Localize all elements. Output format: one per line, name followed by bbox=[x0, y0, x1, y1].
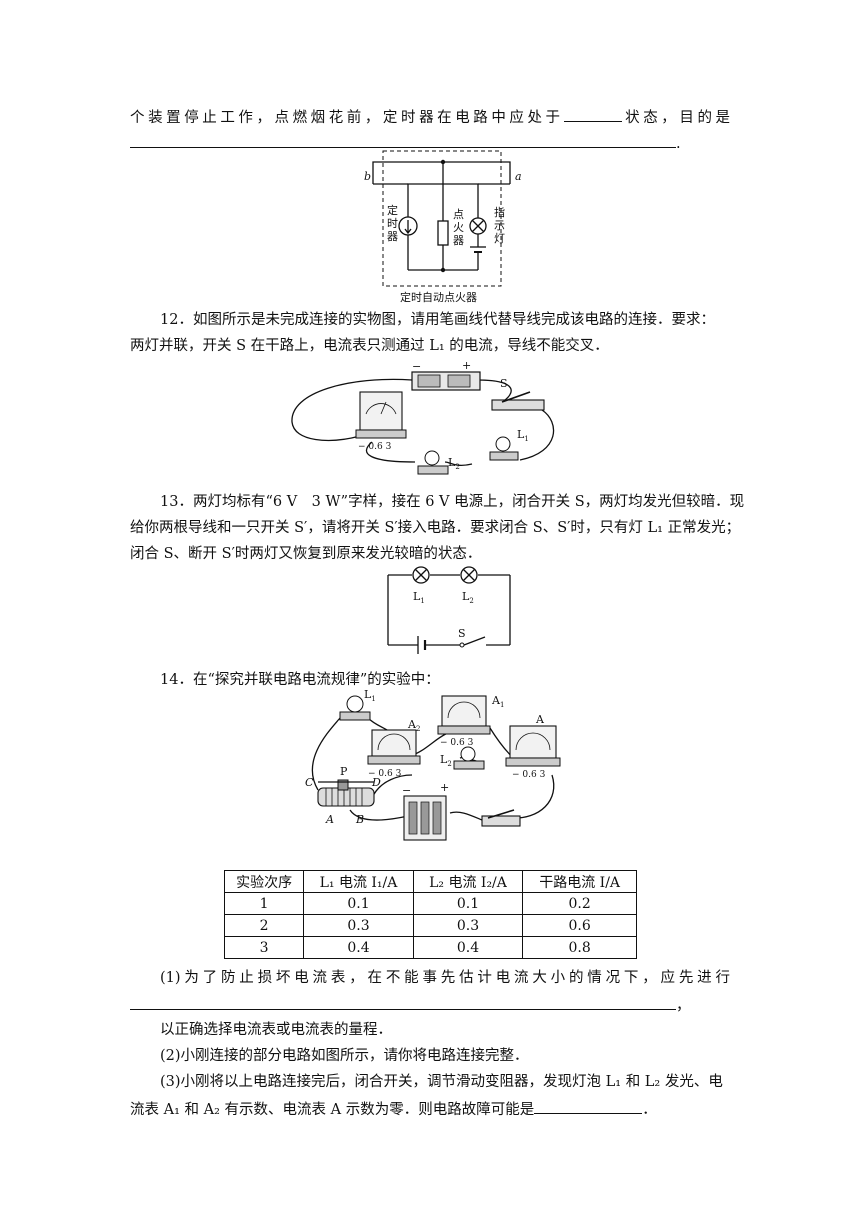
q14-physical-circuit: L1 A1 − 0.6 3 A2 − 0.6 3 A − 0.6 3 L2 P … bbox=[305, 688, 561, 841]
svg-text:S: S bbox=[458, 627, 466, 640]
table-header-cell: L₁ 电流 I₁/A bbox=[303, 870, 414, 893]
q11-line2: . bbox=[130, 132, 681, 154]
dashed-enclosure bbox=[382, 150, 502, 287]
table-cell: 2 bbox=[223, 914, 305, 937]
q14-switch bbox=[481, 815, 521, 827]
table-row: 2 0.3 0.3 0.6 bbox=[223, 914, 637, 937]
q12-switch bbox=[491, 399, 545, 411]
table-cell: 0.4 bbox=[412, 936, 524, 959]
svg-text:L1: L1 bbox=[517, 428, 529, 443]
svg-text:A1: A1 bbox=[491, 694, 504, 709]
timer-igniter-figure: b a 定时自动点火器 bbox=[364, 150, 522, 304]
q12-lamp-l2 bbox=[424, 450, 440, 466]
svg-text:+: + bbox=[462, 359, 471, 372]
table-cell: 0.1 bbox=[303, 892, 414, 915]
svg-text:L2: L2 bbox=[462, 590, 474, 605]
results-table: 实验次序 L₁ 电流 I₁/A L₂ 电流 I₂/A 干路电流 I/A 1 0.… bbox=[223, 870, 637, 959]
table-cell: 3 bbox=[223, 936, 305, 959]
q14-blank-fault[interactable] bbox=[534, 1098, 643, 1114]
label-b: b bbox=[364, 170, 371, 183]
svg-text:B: B bbox=[355, 813, 364, 826]
table-header-cell: 实验次序 bbox=[223, 870, 305, 893]
q12-line2: 两灯并联，开关 S 在干路上，电流表只测通过 L₁ 的电流，导线不能交叉． bbox=[130, 338, 609, 354]
svg-text:L1: L1 bbox=[364, 688, 376, 703]
q11-blank-purpose[interactable] bbox=[130, 132, 676, 148]
table-row: 3 0.4 0.4 0.8 bbox=[223, 936, 637, 959]
label-a: a bbox=[515, 170, 522, 183]
q14-lamp-l1 bbox=[346, 695, 364, 713]
table-cell: 0.1 bbox=[412, 892, 524, 915]
q14-blank-trial[interactable] bbox=[130, 994, 676, 1010]
svg-text:L1: L1 bbox=[413, 590, 425, 605]
q11-blank-state[interactable] bbox=[563, 106, 622, 122]
q13-lamp-l2 bbox=[460, 566, 478, 584]
svg-text:−: − bbox=[402, 784, 411, 797]
svg-text:− 0.6 3: − 0.6 3 bbox=[368, 769, 402, 779]
table-cell: 1 bbox=[223, 892, 305, 915]
q14-p1-line3: 以正确选择电流表或电流表的量程． bbox=[160, 1022, 392, 1038]
table-cell: 0.8 bbox=[522, 936, 637, 959]
q13-line3: 闭合 S、断开 S′时两灯又恢复到原来发光较暗的状态． bbox=[130, 546, 482, 562]
svg-text:P: P bbox=[340, 765, 348, 778]
svg-text:+: + bbox=[440, 781, 449, 794]
svg-text:− 0.6 3: − 0.6 3 bbox=[512, 770, 546, 780]
svg-text:− 0.6 3: − 0.6 3 bbox=[358, 442, 392, 452]
svg-text:C: C bbox=[305, 776, 314, 789]
igniter-symbol bbox=[437, 220, 449, 246]
table-cell: 0.4 bbox=[303, 936, 414, 959]
q13-line1: 13．两灯均标有“6 V 3 W”字样，接在 6 V 电源上，闭合开关 S，两灯… bbox=[160, 494, 745, 510]
table-cell: 0.2 bbox=[522, 892, 637, 915]
q14-p1-line2: ， bbox=[130, 994, 691, 1016]
q14-p3-line2: 流表 A₁ 和 A₂ 有示数、电流表 A 示数为零．则电路故障可能是． bbox=[130, 1098, 657, 1120]
q14-lamp-l2 bbox=[460, 746, 476, 762]
q12-line1: 12．如图所示是未完成连接的实物图，请用笔画线代替导线完成该电路的连接．要求： bbox=[160, 312, 715, 328]
igniter-label: 点火器 bbox=[453, 208, 464, 247]
q14-p1-line1: (1)为了防止损坏电流表，在不能事先估计电流大小的情况下，应先进行 bbox=[160, 970, 730, 986]
svg-text:A2: A2 bbox=[407, 718, 420, 733]
q14-ammeter-a bbox=[509, 725, 557, 759]
svg-text:L2: L2 bbox=[448, 456, 460, 471]
timer-label: 定时器 bbox=[387, 204, 398, 243]
top-wire bbox=[372, 161, 511, 184]
table-header-cell: L₂ 电流 I₂/A bbox=[412, 870, 524, 893]
svg-text:−: − bbox=[412, 360, 421, 373]
svg-text:− 0.6 3: − 0.6 3 bbox=[440, 738, 474, 748]
q12-lamp-l1 bbox=[495, 436, 511, 452]
q12-ammeter bbox=[359, 391, 403, 431]
table-row: 1 0.1 0.1 0.2 bbox=[223, 892, 637, 915]
table-cell: 0.6 bbox=[522, 914, 637, 937]
svg-text:A: A bbox=[535, 713, 545, 726]
q14-ammeter-a1 bbox=[441, 695, 487, 727]
q14-p3-line1: (3)小刚将以上电路连接完后，闭合开关，调节滑动变阻器，发现灯泡 L₁ 和 L₂… bbox=[160, 1074, 723, 1090]
table-header-cell: 干路电流 I/A bbox=[522, 870, 637, 893]
q13-line2: 给你两根导线和一只开关 S′，请将开关 S′接入电路．要求闭合 S、S′时，只有… bbox=[130, 520, 741, 536]
table-cell: 0.3 bbox=[303, 914, 414, 937]
q12-physical-circuit: − + S − 0.6 3 L1 L2 bbox=[291, 359, 555, 475]
svg-text:A: A bbox=[325, 813, 334, 826]
igniter-caption: 定时自动点火器 bbox=[400, 290, 477, 304]
q11-line1: 个装置停止工作，点燃烟花前，定时器在电路中应处于状态，目的是 bbox=[130, 106, 730, 128]
table-header-row: 实验次序 L₁ 电流 I₁/A L₂ 电流 I₂/A 干路电流 I/A bbox=[223, 870, 637, 893]
svg-text:D: D bbox=[371, 776, 381, 789]
svg-text:S: S bbox=[500, 377, 508, 390]
q14-p2: (2)小刚连接的部分电路如图所示，请你将电路连接完整． bbox=[160, 1048, 529, 1064]
q13-lamp-l1 bbox=[412, 566, 430, 584]
q14-line1: 14．在“探究并联电路电流规律”的实验中： bbox=[160, 672, 440, 688]
q13-switch bbox=[459, 642, 465, 648]
q13-circuit-diagram: L1 L2 S bbox=[387, 566, 511, 654]
svg-text:L2: L2 bbox=[440, 753, 452, 768]
indicator-label: 指示灯 bbox=[494, 206, 505, 245]
table-cell: 0.3 bbox=[412, 914, 524, 937]
